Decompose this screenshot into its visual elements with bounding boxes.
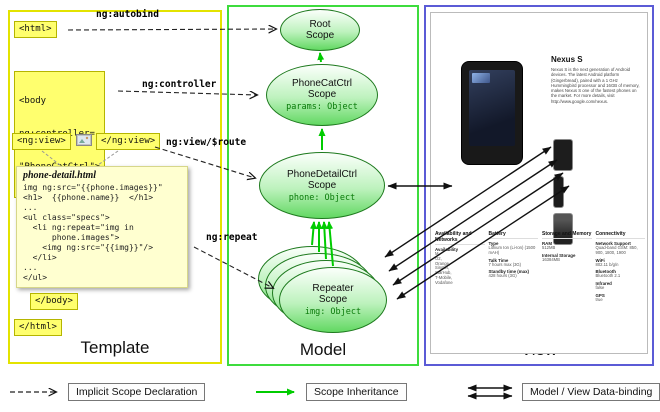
- scope-name: Scope: [305, 30, 335, 41]
- note-code-line: <li ng:repeat="img in: [23, 223, 134, 232]
- spec-value: Bluetooth 2.1: [595, 273, 621, 279]
- repeater-scope-stack: Repeater Scope img: Object: [258, 246, 390, 338]
- scope-property: img: Object: [304, 307, 362, 317]
- annotation-ng-repeat: ng:repeat: [206, 232, 258, 243]
- scope-name: PhoneDetailCtrl: [286, 168, 358, 180]
- product-title: Nexus S: [551, 55, 583, 64]
- ngview-open-tag: <ng:view>: [12, 133, 71, 150]
- spec-value: 16384MB: [542, 256, 560, 262]
- spec-value: 7 hours max (3G): [488, 261, 522, 267]
- note-code-line: ...: [23, 263, 38, 272]
- phone-thumbnail: [553, 176, 564, 208]
- body-open-line: <body: [19, 96, 47, 106]
- spec-header: Battery: [488, 231, 538, 239]
- spec-col-battery: Battery Type Lithium Ion (Li-Ion) (1500 …: [488, 231, 538, 303]
- spec-value: Lithium Ion (Li-Ion) (1500 mAH): [488, 245, 536, 255]
- spec-value: Quad-band GSM: 850, 900, 1800, 1900: [595, 245, 638, 255]
- scope-name: Scope: [307, 89, 337, 100]
- scope-name: PhoneCatCtrl: [291, 78, 353, 89]
- annotation-ng-controller: ng:controller: [142, 79, 217, 90]
- template-panel-label: Template: [80, 338, 150, 357]
- phone-screen: [469, 70, 515, 146]
- phonedetailctrl-scope-ellipse: PhoneDetailCtrl Scope phone: Object: [259, 152, 385, 219]
- spec-value: false: [595, 285, 605, 291]
- ngview-placeholder-icon: [76, 134, 92, 146]
- phonecatctrl-scope-ellipse: PhoneCatCtrl Scope params: Object: [266, 64, 378, 126]
- spec-col-storage: Storage and Memory RAM 512MB Internal St…: [542, 231, 592, 303]
- legend-dashed-arrow: [10, 385, 64, 399]
- rendered-product-page: Nexus S Nexus S is the next generation o…: [430, 12, 648, 354]
- legend-databinding-arrows: [467, 384, 513, 400]
- phone-detail-note: phone-detail.html img ng:src="{{phone.im…: [16, 166, 188, 288]
- html-close-tag: </html>: [14, 319, 62, 336]
- product-description: Nexus S is the next generation of Androi…: [551, 67, 640, 104]
- spec-value: 512MB: [542, 245, 556, 250]
- scope-property: params: Object: [286, 102, 358, 112]
- html-open-tag: <html>: [14, 21, 57, 38]
- spec-col-connectivity: Connectivity Network Support Quad-band G…: [595, 231, 645, 303]
- note-title: phone-detail.html: [23, 170, 97, 181]
- spec-key: GPS: [595, 292, 605, 298]
- scope-property: phone: Object: [288, 192, 356, 203]
- spec-key: Network Support: [595, 241, 631, 246]
- note-code-line: </li>: [23, 253, 57, 262]
- spec-col-availability: Availability and Networks Availability M…: [435, 231, 485, 303]
- spec-value: Vodafone: [435, 279, 453, 285]
- legend-databinding-label: Model / View Data-binding: [522, 383, 660, 401]
- legend-green-arrow: [256, 388, 295, 396]
- note-code-line: <h1> {{phone.name}} </h1>: [23, 193, 154, 202]
- specs-table: Availability and Networks Availability M…: [435, 231, 645, 303]
- body-close-tag: </body>: [30, 293, 78, 310]
- scope-name: Scope: [318, 294, 348, 305]
- spec-value: 802.11 b/g/n: [595, 261, 619, 267]
- template-panel: Template: [8, 10, 222, 364]
- legend-inheritance-label: Scope Inheritance: [306, 383, 407, 401]
- model-panel-label: Model: [299, 340, 347, 359]
- scope-name: Repeater: [312, 283, 354, 294]
- note-code-line: phone.images">: [23, 233, 120, 242]
- phone-main-image: [461, 61, 523, 165]
- note-code-line: </ul>: [23, 273, 48, 282]
- phone-screen-glint: [472, 73, 490, 83]
- spec-header: Storage and Memory: [542, 231, 592, 239]
- note-code-line: ...: [23, 203, 38, 212]
- spec-header: Connectivity: [595, 231, 645, 239]
- ngview-close-tag: </ng:view>: [96, 133, 161, 150]
- root-scope-ellipse: Root Scope: [280, 9, 360, 51]
- legend: Implicit Scope Declaration Scope Inherit…: [0, 378, 660, 408]
- spec-key: WiFi: [595, 257, 605, 263]
- note-code-line: <ul class="specs">: [23, 213, 110, 222]
- spec-key: Infrared: [595, 281, 612, 287]
- note-code-line: <img ng:src="{{img}}"/>: [23, 243, 154, 252]
- annotation-ng-autobind: ng:autobind: [96, 9, 159, 20]
- scope-name: Root: [309, 19, 331, 30]
- scope-name: Scope: [307, 179, 337, 191]
- thumbnail-column: [553, 139, 573, 245]
- annotation-ng-view-route: ng:view/$route: [166, 137, 247, 148]
- spec-value: true: [595, 296, 603, 302]
- phone-thumbnail: [553, 139, 573, 171]
- legend-implicit-label: Implicit Scope Declaration: [68, 383, 206, 401]
- spec-value: 428 hours (3G): [488, 273, 517, 279]
- spec-header: Availability and Networks: [435, 231, 485, 245]
- spec-key: Bluetooth: [595, 269, 617, 275]
- repeater-scope-ellipse: Repeater Scope img: Object: [279, 267, 387, 333]
- note-code-line: img ng:src="{{phone.images}}": [23, 183, 163, 192]
